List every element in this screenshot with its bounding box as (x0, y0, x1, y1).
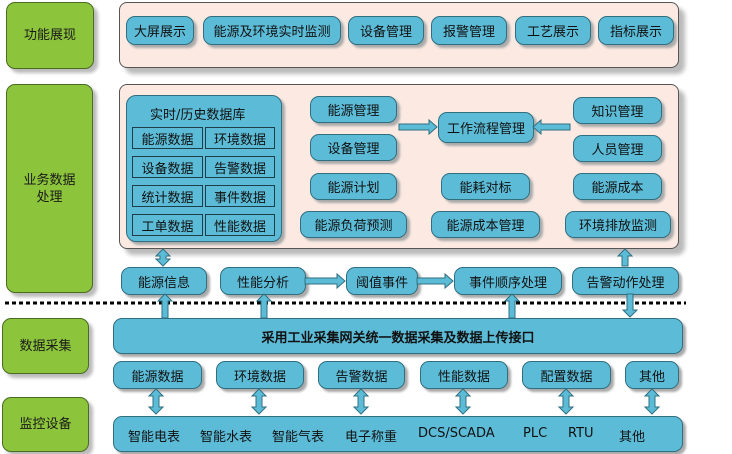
data-type: 环境数据 (216, 361, 304, 389)
load-forecast: 能源负荷预测 (300, 211, 407, 238)
database-cell: 事件数据 (205, 185, 275, 207)
layer-label: 功能展现 (23, 28, 76, 43)
database-cell: 统计数据 (132, 185, 203, 207)
data-type: 性能数据 (420, 361, 508, 389)
arrow-up-icon (255, 293, 273, 319)
device-item: 智能气表 (272, 430, 325, 445)
arrow-bidirectional-icon (557, 388, 575, 415)
presentation-item: 设备管理 (348, 16, 424, 45)
arrow-up-icon (156, 293, 174, 319)
arrow-up-icon (503, 293, 521, 319)
database-cell: 告警数据 (205, 156, 275, 178)
layer-label: 数据采集 (19, 338, 72, 354)
device-item: 智能水表 (200, 430, 253, 445)
device-item: 其他 (619, 430, 646, 445)
devices-bar (113, 416, 683, 452)
knowledge-management: 知识管理 (573, 97, 662, 124)
arrow-bidirectional-icon (352, 388, 370, 415)
arrow-left-icon (532, 118, 571, 136)
layer-label: 监控设备 (19, 417, 72, 432)
layer-devices: 监控设备 (2, 397, 89, 452)
gateway-bar: 采用工业采集网关统一数据采集及数据上传接口 (113, 318, 683, 354)
device-item: DCS/SCADA (418, 426, 495, 441)
database-title: 实时/历史数据库 (150, 108, 246, 123)
arrow-bidirectional-icon (154, 248, 172, 267)
presentation-item: 工艺展示 (515, 16, 591, 45)
arrow-right-icon (416, 272, 454, 290)
database-cell: 性能数据 (205, 214, 275, 236)
energy-benchmark: 能耗对标 (441, 173, 530, 200)
process-event-sequence: 事件顺序处理 (454, 267, 562, 295)
arrow-down-icon (621, 293, 639, 318)
device-item: PLC (523, 426, 548, 441)
energy-management: 能源管理 (310, 96, 397, 123)
presentation-item: 能源及环境实时监测 (203, 16, 341, 45)
device-item: RTU (568, 426, 594, 441)
energy-cost-management: 能源成本管理 (431, 211, 540, 238)
process-energy-info: 能源信息 (121, 267, 207, 295)
arrow-bidirectional-icon (643, 388, 661, 415)
device-management: 设备管理 (310, 134, 397, 161)
layer-label: 业务数据处理 (23, 172, 76, 205)
presentation-item: 报警管理 (431, 16, 507, 45)
process-alarm-action: 告警动作处理 (572, 267, 679, 295)
data-type: 能源数据 (113, 361, 202, 389)
energy-plan: 能源计划 (310, 173, 397, 200)
database-cell: 环境数据 (205, 127, 275, 149)
arrow-bidirectional-icon (250, 388, 268, 415)
arrow-right-icon (398, 118, 438, 136)
arrow-up-icon (616, 248, 634, 267)
arrow-bidirectional-icon (454, 388, 472, 415)
layer-business: 业务数据处理 (6, 84, 93, 293)
arrow-bidirectional-icon (147, 388, 165, 415)
database-cell: 能源数据 (132, 127, 203, 149)
process-performance-analysis: 性能分析 (220, 267, 306, 295)
layer-presentation: 功能展现 (6, 2, 94, 69)
emission-monitoring: 环境排放监测 (565, 211, 671, 238)
data-type: 告警数据 (318, 361, 405, 389)
workflow-management: 工作流程管理 (438, 112, 534, 143)
database-cell: 设备数据 (132, 156, 203, 178)
device-item: 电子称重 (345, 430, 398, 445)
layer-collection: 数据采集 (2, 318, 89, 374)
arrow-right-icon (304, 272, 346, 290)
energy-cost: 能源成本 (573, 173, 662, 200)
data-type: 其他 (625, 361, 679, 389)
presentation-item: 大屏展示 (126, 16, 194, 45)
database-cell: 工单数据 (132, 214, 203, 236)
presentation-item: 指标展示 (598, 16, 674, 45)
device-item: 智能电表 (128, 430, 181, 445)
personnel-management: 人员管理 (573, 135, 662, 162)
data-type: 配置数据 (522, 361, 611, 389)
